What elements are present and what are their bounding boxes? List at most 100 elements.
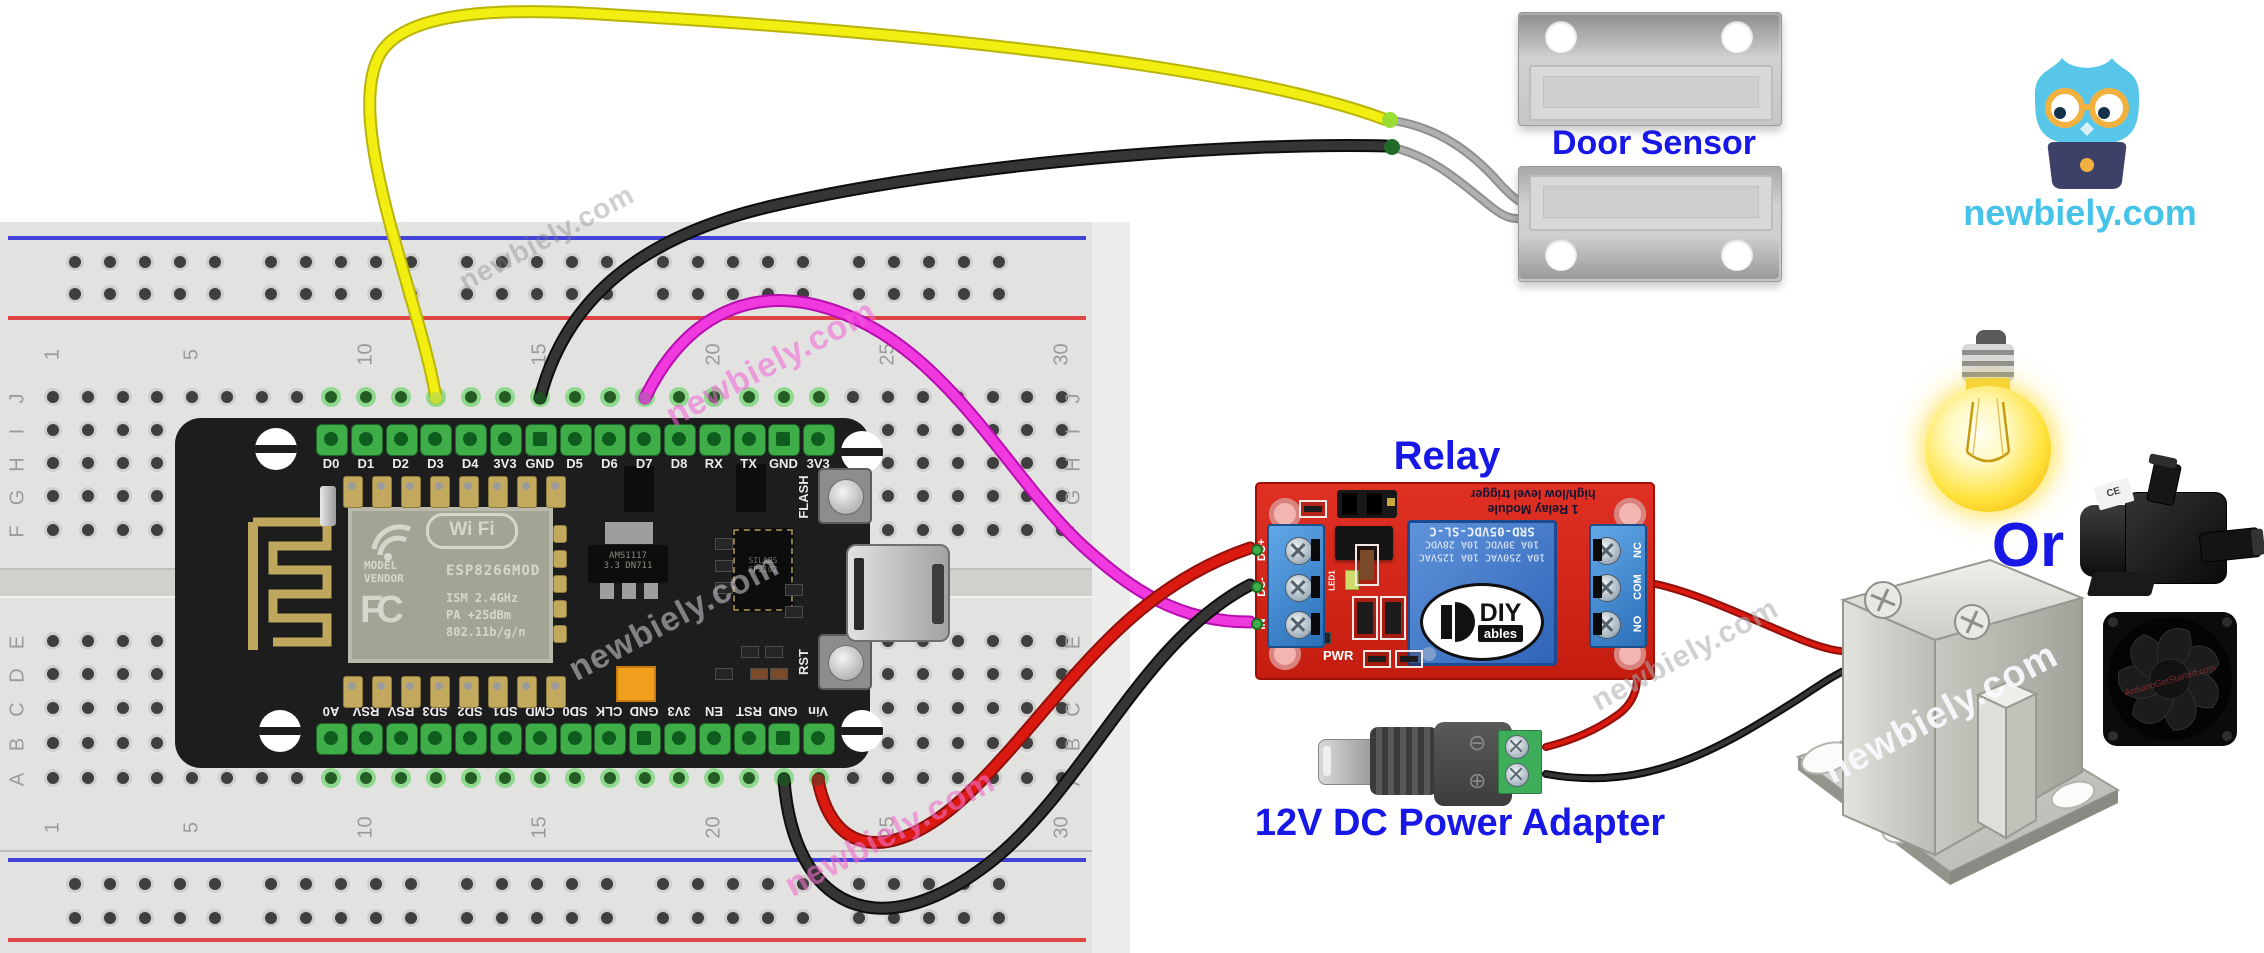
- terminal-screw[interactable]: [1285, 537, 1313, 565]
- smd-component: [715, 560, 733, 572]
- breadboard-rail-hole: [174, 912, 186, 924]
- terminal-screw[interactable]: [1505, 763, 1529, 787]
- breadboard-hole: [986, 737, 999, 749]
- relay-label: Relay: [1393, 434, 1501, 478]
- reset-button-cap[interactable]: [828, 645, 864, 681]
- breadboard-hole: [882, 702, 895, 714]
- breadboard-rail-hole: [888, 256, 900, 268]
- screw-hole: [1545, 21, 1577, 53]
- nodemcu-pin-label: D6: [601, 456, 618, 471]
- breadboard-rail-hole: [104, 878, 116, 890]
- breadboard-rail-hole: [762, 912, 774, 924]
- breadboard-rail-hole: [370, 912, 382, 924]
- breadboard-rail-hole: [496, 256, 508, 268]
- wire-connector-dot: [534, 392, 546, 404]
- breadboard-rail-hole: [370, 288, 382, 300]
- nodemcu-pin-pad: [594, 424, 627, 456]
- breadboard-rail-hole: [566, 256, 578, 268]
- jumper[interactable]: [1337, 490, 1397, 518]
- breadboard-hole: [81, 490, 94, 502]
- breadboard-rail-hole: [993, 256, 1005, 268]
- mounting-hole: [841, 431, 883, 473]
- breadboard-hole: [151, 635, 164, 647]
- breadboard-hole: [151, 737, 164, 749]
- mounting-hole: [841, 710, 883, 752]
- breadboard-rail-hole: [461, 912, 473, 924]
- breadboard-rail-hole: [657, 878, 669, 890]
- nodemcu-pin-label: 3V3: [667, 704, 691, 719]
- breadboard-rail-hole: [692, 912, 704, 924]
- logo-text: newbiely.com: [1963, 192, 2197, 233]
- breadboard-hole: [1021, 668, 1034, 680]
- breadboard-hole: [603, 391, 616, 403]
- wire-connector-dot: [812, 774, 824, 786]
- breadboard-rail-hole: [209, 878, 221, 890]
- breadboard-hole: [986, 635, 999, 647]
- breadboard-hole: [47, 424, 59, 436]
- breadboard-hole: [743, 391, 755, 403]
- breadboard-hole: [917, 702, 929, 714]
- breadboard-hole: [917, 490, 929, 502]
- breadboard-rail-hole: [797, 912, 809, 924]
- nodemcu-pin-pad: [420, 424, 453, 456]
- breadboard-rail-hole: [797, 256, 809, 268]
- breadboard-hole: [986, 457, 999, 469]
- relay-cube-text: 10A 250VAC 10A 125VAC 10A 30VDC 10A 28VD…: [1418, 524, 1546, 563]
- wifi-logo: Wi Fi: [426, 513, 518, 549]
- castellated-pad: [343, 676, 363, 708]
- nodemcu-pin-label: D7: [635, 456, 653, 471]
- breadboard-rail-hole: [335, 878, 347, 890]
- breadboard-rail-hole: [958, 256, 970, 268]
- screw-hole: [1721, 239, 1753, 271]
- terminal-screw[interactable]: [1285, 574, 1313, 602]
- flash-button-label: FLASH: [796, 475, 811, 519]
- breadboard-hole: [951, 737, 964, 749]
- breadboard-hole: [1021, 457, 1034, 469]
- power-rail-line-red-top: [8, 316, 1086, 320]
- capacitor: [320, 486, 336, 526]
- breadboard-hole: [499, 772, 512, 784]
- terminal-slot: [1593, 613, 1602, 635]
- breadboard-rail-hole: [923, 878, 935, 890]
- breadboard-hole: [1056, 391, 1069, 403]
- wifi-signal-icon: [371, 524, 411, 561]
- breadboard-rail-hole: [461, 288, 473, 300]
- nodemcu-pin-pad: [664, 723, 696, 755]
- breadboard-rail-hole: [657, 256, 669, 268]
- flash-button-cap[interactable]: [828, 479, 864, 515]
- nodemcu-pin-pad: [559, 723, 592, 755]
- breadboard-rail-hole: [300, 878, 312, 890]
- breadboard-hole: [708, 772, 721, 784]
- breadboard-hole: [360, 391, 373, 403]
- breadboard-hole: [743, 772, 755, 784]
- breadboard-rail-hole: [923, 288, 935, 300]
- breadboard-hole: [429, 772, 442, 784]
- module-edge-pad: [553, 625, 567, 643]
- breadboard-rail-hole: [566, 878, 578, 890]
- wire-connector-dot: [430, 392, 442, 404]
- breadboard-hole: [917, 737, 929, 749]
- nodemcu-pin-pad: [490, 723, 522, 755]
- breadboard-hole: [81, 524, 94, 536]
- led-label: LED1: [1327, 570, 1337, 591]
- breadboard-rail-hole: [993, 912, 1005, 924]
- breadboard-rail-hole: [657, 912, 669, 924]
- usb-uart-chip: SILABS CP2102: [732, 528, 794, 612]
- breadboard-hole: [116, 702, 129, 714]
- nodemcu-pin-label: TX: [740, 456, 757, 471]
- breadboard-hole: [116, 490, 129, 502]
- breadboard-hole: [882, 524, 895, 536]
- terminal-screw[interactable]: [1285, 611, 1313, 639]
- breadboard-rail-hole: [923, 256, 935, 268]
- power-rail-line-red-bottom: [8, 938, 1086, 942]
- breadboard-rail-hole: [692, 288, 704, 300]
- breadboard-hole: [951, 524, 964, 536]
- breadboard-rail-hole: [692, 256, 704, 268]
- terminal-screw[interactable]: [1505, 735, 1529, 759]
- dc-power-adapter: ⊖ ⊕: [1316, 718, 1556, 828]
- nodemcu-pin-pad: [768, 424, 801, 456]
- plug-ribs: [1370, 727, 1438, 795]
- breadboard-rail-hole: [69, 256, 81, 268]
- breadboard-rail-hole: [335, 912, 347, 924]
